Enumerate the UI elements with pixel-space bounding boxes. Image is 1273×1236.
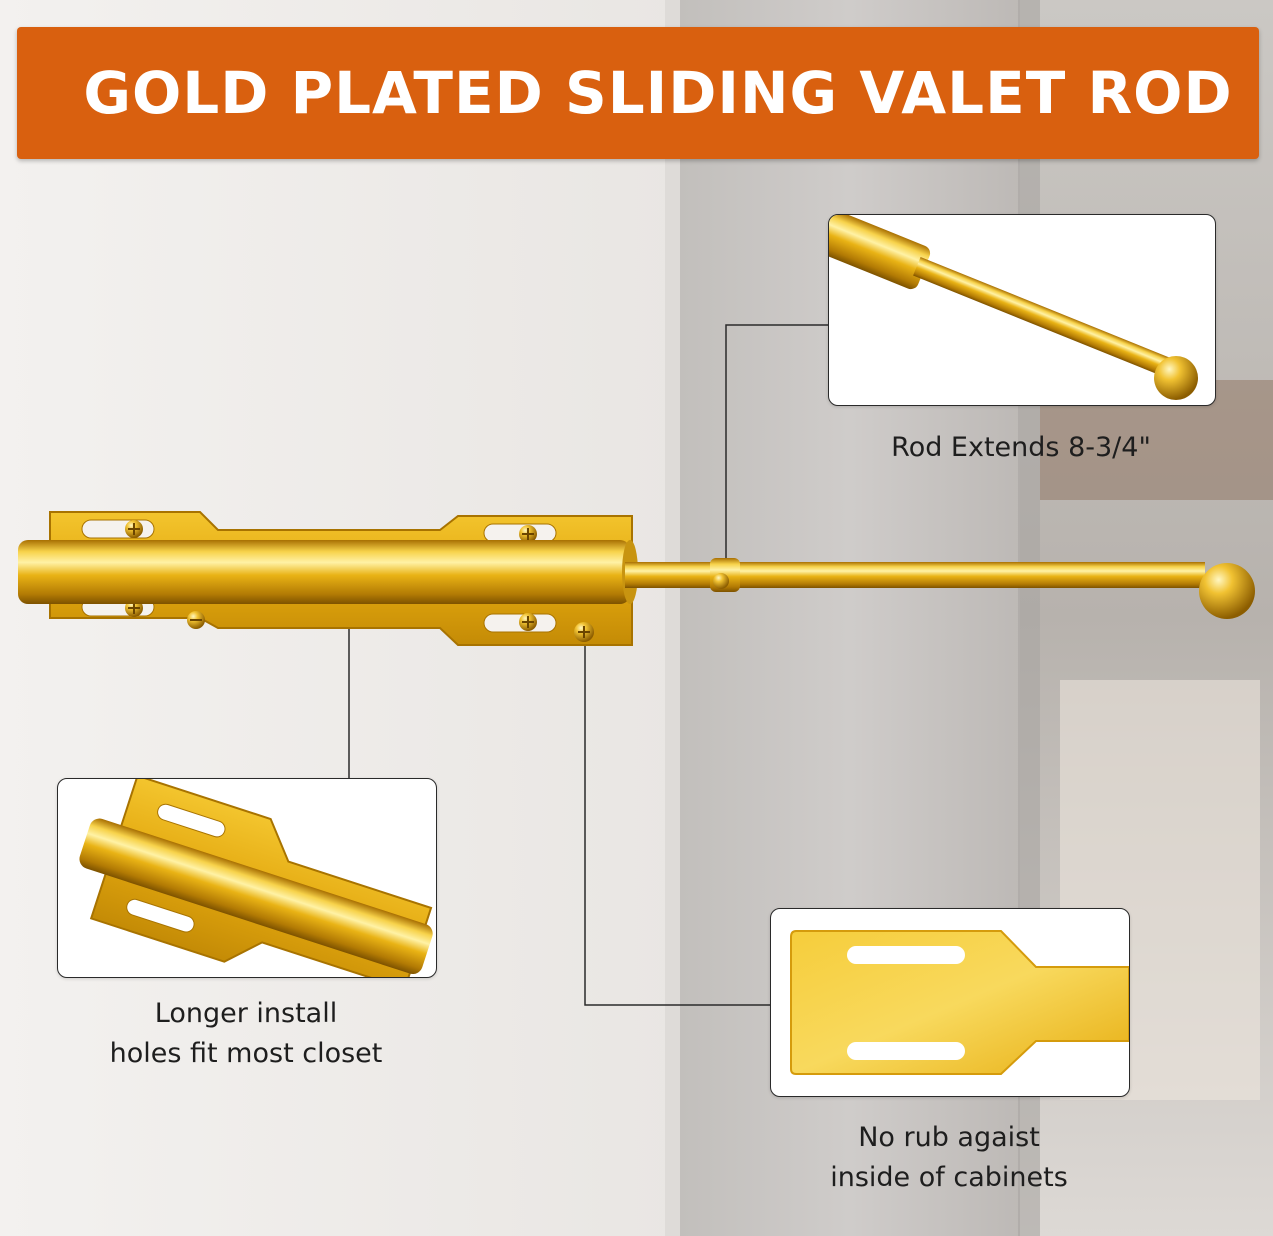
inset-no-rub <box>770 908 1130 1097</box>
banner-title: GOLD PLATED SLIDING VALET ROD <box>83 59 1233 127</box>
outer-tube <box>18 540 638 604</box>
inset-rod-extension <box>828 214 1216 406</box>
caption-install-holes-line1: Longer install <box>154 998 338 1029</box>
wall-edge <box>665 0 683 1236</box>
screw-icon <box>519 613 537 631</box>
flat-plate-closeup-image <box>790 930 1129 1075</box>
caption-install-holes: Longer install holes fit most closet <box>57 994 435 1074</box>
rod-end-ball <box>1199 563 1255 619</box>
sliding-rod <box>625 558 1255 619</box>
screw-icon <box>125 520 143 538</box>
caption-rod-extends: Rod Extends 8-3/4" <box>828 428 1214 468</box>
extension-closeup-image <box>829 215 1198 400</box>
caption-install-holes-line2: holes fit most closet <box>109 1038 383 1069</box>
screws <box>125 520 594 642</box>
caption-no-rub: No rub agaist inside of cabinets <box>770 1118 1128 1198</box>
caption-no-rub-line2: inside of cabinets <box>830 1162 1068 1193</box>
screw-icon <box>187 611 205 629</box>
screw-icon <box>519 525 537 543</box>
inset-install-holes <box>57 778 437 978</box>
install-holes-closeup-image <box>79 779 433 977</box>
title-banner: GOLD PLATED SLIDING VALET ROD <box>17 27 1259 159</box>
caption-rod-extends-text: Rod Extends 8-3/4" <box>891 432 1151 463</box>
caption-no-rub-line1: No rub agaist <box>858 1122 1040 1153</box>
screw-icon <box>574 622 594 642</box>
